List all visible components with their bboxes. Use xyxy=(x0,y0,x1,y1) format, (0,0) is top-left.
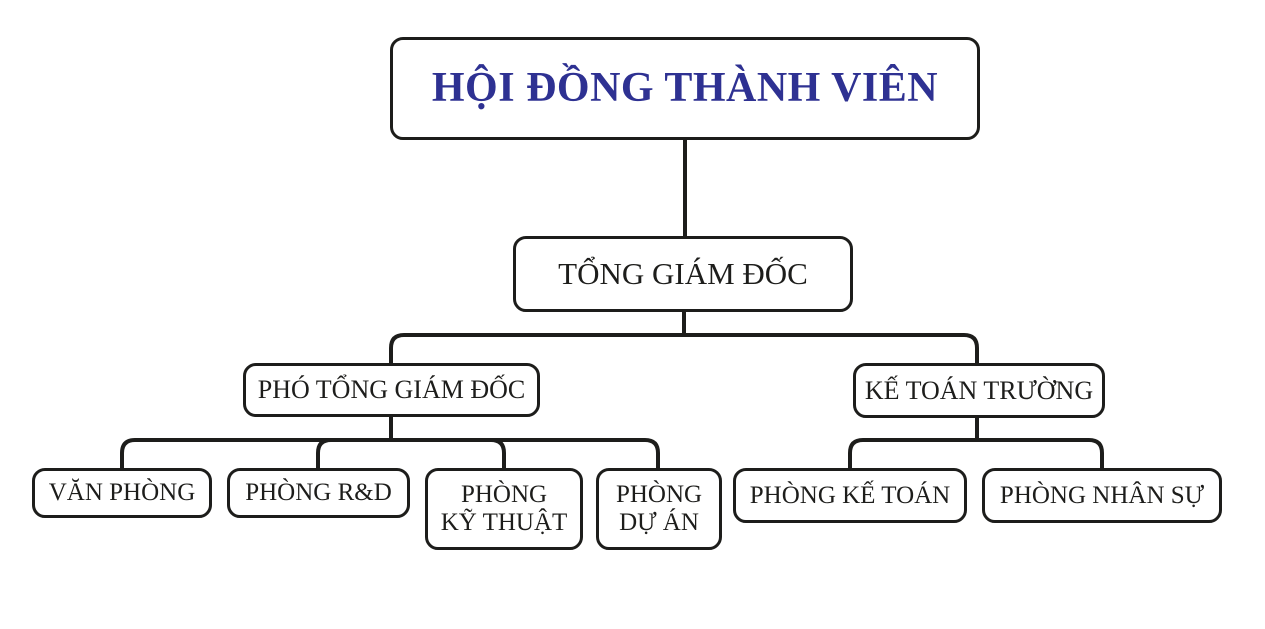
node-accounting-department: PHÒNG KẾ TOÁN xyxy=(733,468,967,523)
node-project-department-label: PHÒNG DỰ ÁN xyxy=(615,481,703,536)
node-board-of-members: HỘI ĐỒNG THÀNH VIÊN xyxy=(390,37,980,140)
node-chief-accountant: KẾ TOÁN TRƯỜNG xyxy=(853,363,1105,418)
connector-chief-accountant-hr xyxy=(977,438,1104,468)
node-hr-department-label: PHÒNG NHÂN SỰ xyxy=(999,481,1205,509)
node-office-department-label: VĂN PHÒNG xyxy=(48,479,196,506)
connector-deputy-technical xyxy=(391,438,506,468)
connector-ceo-deputy xyxy=(389,333,684,363)
node-project-department: PHÒNG DỰ ÁN xyxy=(596,468,722,550)
node-office-department: VĂN PHÒNG xyxy=(32,468,212,518)
connector-deputy-rnd xyxy=(316,438,391,468)
node-general-director: TỔNG GIÁM ĐỐC xyxy=(513,236,853,312)
connector-deputy-office xyxy=(120,438,391,468)
node-rnd-department: PHÒNG R&D xyxy=(227,468,410,518)
node-technical-department-label: PHÒNG KỸ THUẬT xyxy=(440,481,568,536)
node-technical-department: PHÒNG KỸ THUẬT xyxy=(425,468,583,550)
connector-chief-accountant-accounting xyxy=(848,438,977,468)
node-rnd-department-label: PHÒNG R&D xyxy=(245,479,392,506)
connector-ceo-chief-accountant xyxy=(684,333,979,363)
node-general-director-label: TỔNG GIÁM ĐỐC xyxy=(558,255,808,291)
node-deputy-general-director: PHÓ TỔNG GIÁM ĐỐC xyxy=(243,363,540,417)
node-chief-accountant-label: KẾ TOÁN TRƯỜNG xyxy=(864,375,1094,405)
node-hr-department: PHÒNG NHÂN SỰ xyxy=(982,468,1222,523)
node-deputy-general-director-label: PHÓ TỔNG GIÁM ĐỐC xyxy=(257,375,526,405)
connector-deputy-project xyxy=(391,438,660,468)
node-accounting-department-label: PHÒNG KẾ TOÁN xyxy=(749,481,951,509)
node-board-of-members-label: HỘI ĐỒNG THÀNH VIÊN xyxy=(431,64,939,111)
